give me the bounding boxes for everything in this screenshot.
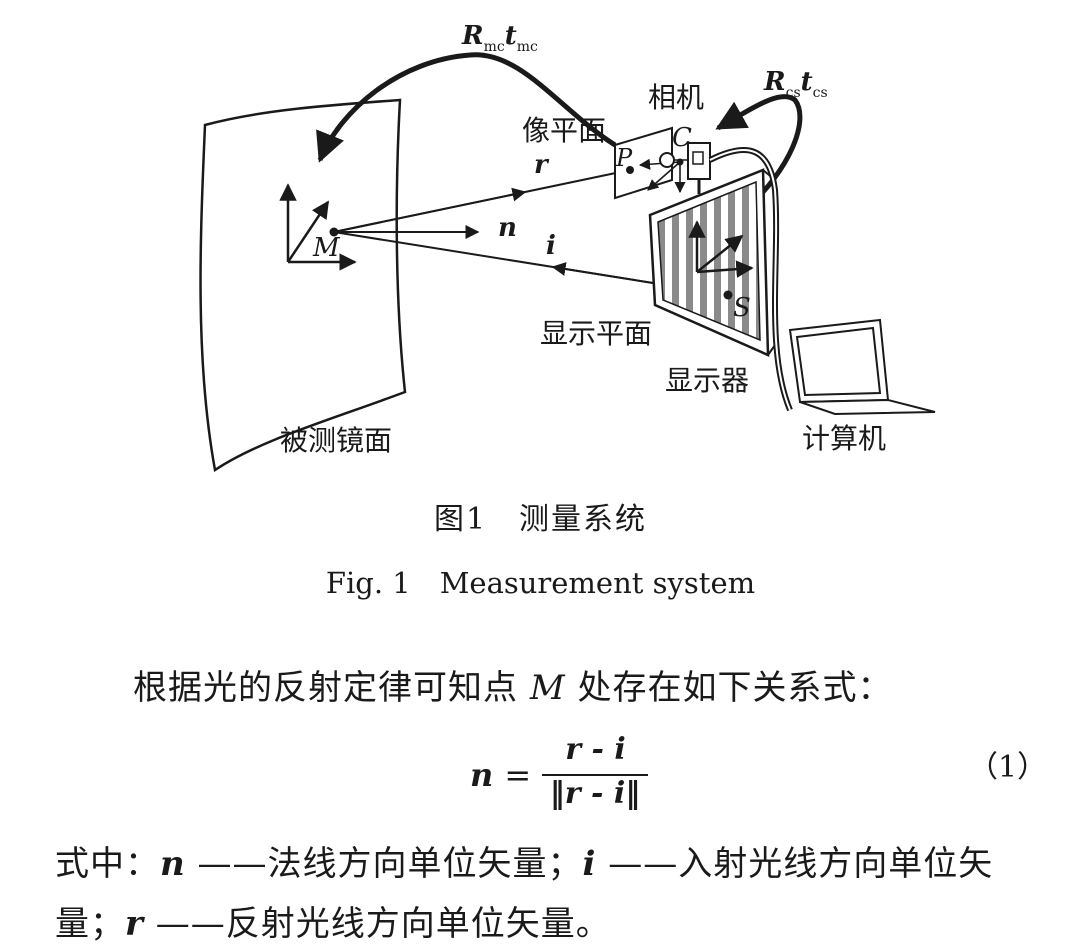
label-S: S (733, 293, 751, 323)
measurement-system-diagram: 被测镜面 像平面 相机 显示平面 显示器 计算机 M P C S r n i R… (199, 21, 936, 473)
point-S (723, 290, 733, 300)
label-r: r (534, 150, 550, 180)
where-r-definition: ——反射光线方向单位矢量。 (155, 904, 611, 944)
where-n-symbol: n (160, 844, 186, 884)
mirror-surface (199, 98, 407, 473)
point-P (626, 166, 634, 174)
paragraph-where-line1: 式中：n ——法线方向单位矢量；i ——入射光线方向单位矢 (55, 836, 993, 885)
figure-caption-cn: 图1 测量系统 (433, 502, 648, 537)
figure-caption-en: Fig. 1 Measurement system (325, 566, 756, 600)
intro-var-M: M (529, 668, 566, 708)
label-transform-mc: Rmctmc (461, 21, 538, 55)
transform-arrow-mc (316, 52, 617, 163)
where-prefix: 式中： (55, 844, 160, 884)
transform-arrow-cs (715, 94, 803, 212)
label-display: 显示器 (665, 364, 749, 397)
equation-numerator: r - i (565, 732, 626, 767)
label-P: P (615, 144, 633, 172)
where-i-symbol: i (582, 844, 597, 884)
label-n: n (498, 213, 517, 243)
label-i: i (546, 231, 556, 261)
intro-prefix: 根据光的反射定律可知点 (133, 668, 518, 708)
equation-denominator: ‖r - i‖ (549, 776, 641, 811)
paragraph-intro: 根据光的反射定律可知点 M 处存在如下关系式： (133, 660, 892, 709)
point-C (676, 158, 684, 166)
label-M: M (312, 233, 341, 263)
where-i-definition-cont: 量； (55, 904, 125, 944)
where-n-definition: ——法线方向单位矢量； (197, 844, 583, 884)
equation-1: n = r - i ‖r - i‖ (470, 730, 670, 820)
label-transform-cs: Rcstcs (763, 67, 828, 101)
mirror-frame-axes (279, 183, 357, 271)
where-i-definition: ——入射光线方向单位矢 (608, 844, 994, 884)
label-image-plane: 像平面 (522, 114, 606, 147)
label-mirror: 被测镜面 (280, 424, 392, 457)
paragraph-where-line2: 量；r ——反射光线方向单位矢量。 (55, 896, 611, 945)
laptop (788, 318, 936, 416)
label-camera: 相机 (648, 81, 704, 114)
arrow-r-mid (333, 187, 527, 233)
where-r-symbol: r (125, 904, 144, 944)
label-C: C (672, 123, 692, 153)
equation-number: （1） (968, 750, 1048, 785)
label-computer: 计算机 (802, 422, 886, 455)
camera-lens (659, 152, 675, 168)
label-display-plane: 显示平面 (540, 317, 652, 350)
intro-suffix: 处存在如下关系式： (577, 668, 893, 708)
equation-lhs: n = (470, 756, 532, 794)
equation-fraction-bar (542, 774, 648, 776)
